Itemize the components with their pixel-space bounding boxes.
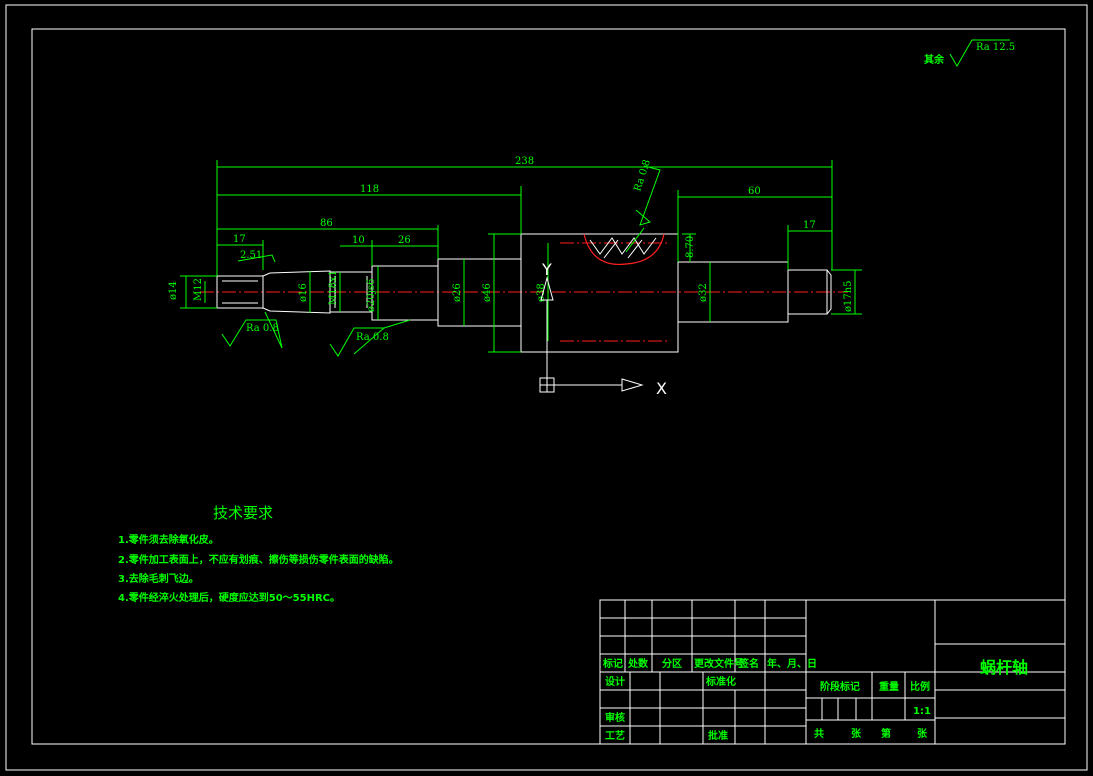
dim-dia-20: ø20js6 [366,279,377,312]
dim-dia-38: ø38 [536,283,547,302]
tb-standardize: 标准化 [705,675,736,688]
tb-design: 设计 [605,675,625,688]
requirement-item: 4.零件经淬火处理后，硬度应达到50～55HRC。 [118,591,340,604]
dim-26: 26 [398,235,411,246]
dimensions-vertical: ø14 M12 ø16 M18x1 ø20js6 ø26 ø46 ø38 ø32… [168,233,862,353]
dim-dia-26: ø26 [452,283,463,302]
tb-process: 工艺 [605,729,625,742]
tb-part-name: 蜗杆轴 [980,658,1028,677]
tb-review: 审核 [605,711,625,724]
dim-dia-17: ø17h5 [843,280,854,312]
dim-118: 118 [360,184,379,195]
tb-scale-value: 1:1 [913,706,931,717]
tb-total: 共 [814,727,824,740]
requirement-item: 2.零件加工表面上，不应有划痕、擦伤等损伤零件表面的缺陷。 [118,553,399,566]
tb-header-signature: 签名 [738,657,759,670]
dim-17-left: 17 [233,234,246,245]
technical-requirements: 技术要求 1.零件须去除氧化皮。 2.零件加工表面上，不应有划痕、擦伤等损伤零件… [118,504,399,604]
roughness-mark-1: Ra 0.8 [246,323,279,334]
dimensions-horizontal: 238 118 86 17 10 26 60 17 2.51 [216,156,833,276]
dim-total-length: 238 [515,156,534,167]
tb-header-zone: 分区 [662,657,682,670]
roughness-symbol [949,39,1010,67]
outer-frame [5,4,1088,771]
dim-dia-46: ø46 [482,283,493,302]
dim-86: 86 [320,218,333,229]
segment-bearing-left [371,265,439,321]
segment-thread-end [216,275,264,309]
roughness-note-value: Ra 12.5 [976,42,1015,53]
axis-y-label: Y [541,260,552,279]
dim-10: 10 [352,235,365,246]
dim-dia-14: ø14 [168,281,179,300]
roughness-mark-3: Ra 0.8 [632,158,653,193]
tb-header-change-doc: 更改文件号 [694,657,744,670]
dim-60: 60 [748,186,761,197]
axis-x-label: X [656,379,667,398]
tb-sheet-no: 第 [881,727,891,740]
tb-header-date: 年、月、日 [767,657,817,670]
dim-dia-32: ø32 [698,283,709,302]
tb-stage-mark: 阶段标记 [820,680,860,693]
inner-frame [31,28,1066,745]
tb-header-count: 处数 [627,657,649,670]
shaft-outline [216,233,832,353]
dim-tooth-height: 8.70 [685,236,696,258]
roughness-note: 其余 Ra 12.5 [924,39,1015,67]
dim-chamfer: 2.51 [240,250,262,261]
worm-teeth [560,233,670,342]
tb-scale-label: 比例 [910,680,930,693]
title-block: 标记 处数 分区 更改文件号 签名 年、月、日 设计 标准化 审核 工艺 批准 … [599,599,1066,745]
tb-header-mark: 标记 [602,657,623,670]
dim-thread-m18: M18x1 [328,270,339,305]
tb-approve: 批准 [708,729,728,742]
dim-17-right: 17 [803,220,816,231]
roughness-mark-2: Ra 0.8 [356,332,389,343]
ucs-icon: X Y [539,260,667,398]
tb-weight: 重量 [879,680,899,693]
dim-dia-16: ø16 [298,283,309,302]
dim-thread-m12: M12 [193,278,204,301]
requirement-item: 3.去除毛刺飞边。 [118,572,199,585]
requirements-title: 技术要求 [213,504,273,522]
requirement-item: 1.零件须去除氧化皮。 [118,533,219,546]
tb-sheets-1: 张 [851,727,862,740]
roughness-note-label: 其余 [924,53,945,66]
tb-sheets-2: 张 [917,727,928,740]
